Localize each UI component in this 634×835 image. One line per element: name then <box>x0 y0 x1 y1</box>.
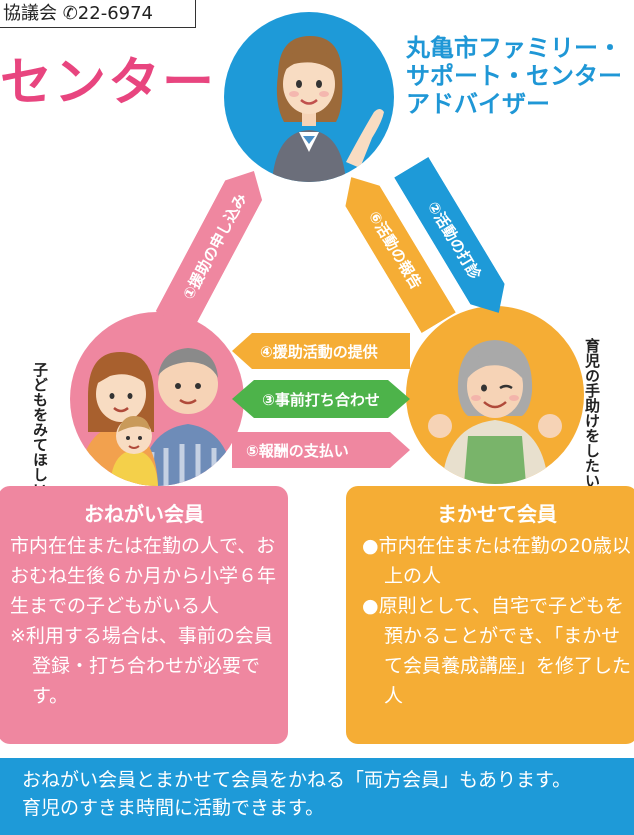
support-member-bullet-1: ●市内在住または在勤の20歳以上の人 <box>362 535 631 587</box>
arrow-step6-label: ⑥活動の報告 <box>364 208 425 293</box>
supporter-illustration <box>406 306 584 484</box>
arrow-step3-label: ③事前打ち合わせ <box>262 390 380 409</box>
arrow-step5-label: ⑤報酬の支払い <box>246 441 349 460</box>
request-member-box: おねがい会員 市内在住または在勤の人で、おおむね生後６か月から小学６年生までの子… <box>0 486 288 744</box>
request-member-note: ※利用する場合は、事前の会員登録・打ち合わせが必要です。 <box>10 625 273 707</box>
requester-side-label: 子どもをみてほしい <box>31 362 49 497</box>
footer-line-2: 育児のすきま時間に活動できます。 <box>22 797 325 819</box>
arrow-step3-pre-meeting: ③事前打ち合わせ <box>232 380 410 418</box>
supporter-side-label: 育児の手助けをしたい <box>583 338 601 488</box>
arrow-step4-label: ④援助活動の提供 <box>260 342 378 361</box>
arrow-step4-provide-support: ④援助活動の提供 <box>232 333 410 369</box>
request-member-body: 市内在住または在勤の人で、おおむね生後６か月から小学６年生までの子どもがいる人 <box>10 535 277 617</box>
support-member-heading: まかせて会員 <box>437 502 557 526</box>
advisor-illustration <box>224 12 394 182</box>
page-title-fragment: センター <box>0 53 217 113</box>
phone-contact: 協議会 ✆22-6974 <box>0 0 196 28</box>
support-member-box: まかせて会員 ●市内在住または在勤の20歳以上の人 ●原則として、自宅で子どもを… <box>346 486 634 744</box>
arrow-step2-label: ②活動の打診 <box>424 198 485 283</box>
requester-family-illustration <box>70 312 244 486</box>
footer-line-1: おねがい会員とまかせて会員をかねる「両方会員」もあります。 <box>22 769 572 791</box>
footer-banner: おねがい会員とまかせて会員をかねる「両方会員」もあります。 育児のすきま時間に活… <box>0 758 634 835</box>
arrow-step1-application: ①援助の申し込み <box>156 161 273 331</box>
support-member-bullet-2: ●原則として、自宅で子どもを預かることができ、「まかせて会員養成講座」を修了した… <box>362 595 632 707</box>
request-member-heading: おねがい会員 <box>84 502 204 526</box>
arrow-step1-label: ①援助の申し込み <box>178 190 251 303</box>
arrow-step5-payment: ⑤報酬の支払い <box>232 432 410 468</box>
advisor-title: 丸亀市ファミリー・サポート・センターアドバイザー <box>406 34 622 118</box>
